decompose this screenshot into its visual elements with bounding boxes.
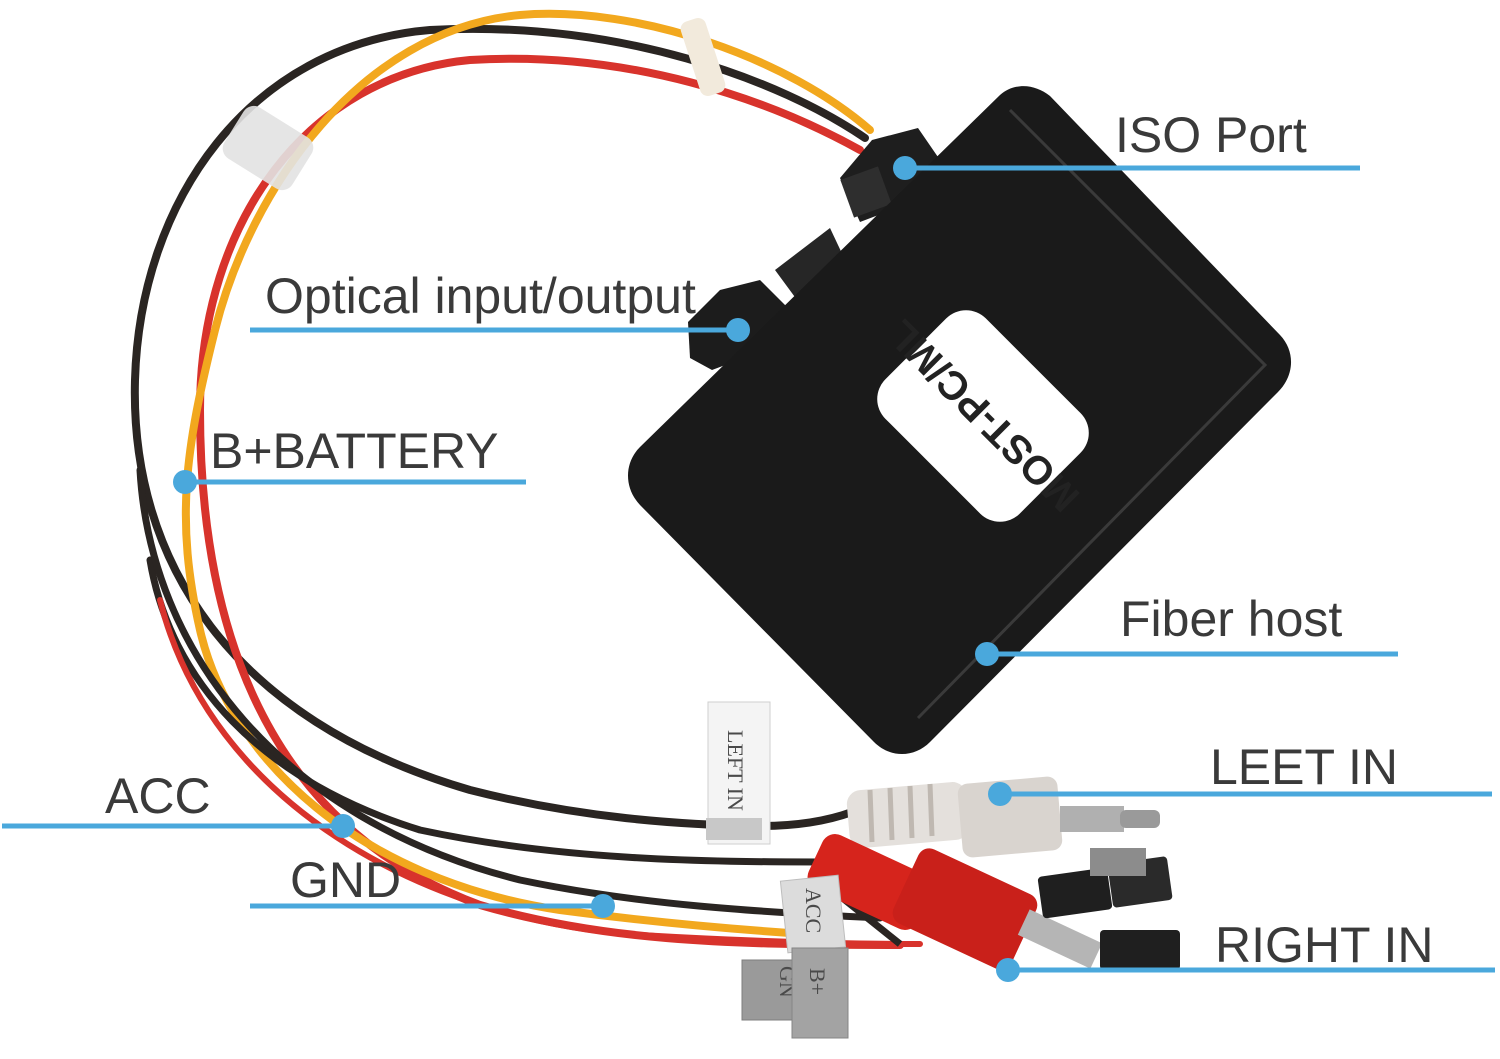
tag-acc: ACC	[779, 874, 847, 954]
tag-bplus: B+	[791, 947, 849, 1039]
module-top-highlight	[916, 108, 1268, 720]
iso-connector	[840, 128, 940, 222]
wire-black-3	[136, 466, 884, 922]
tag-left-in: LEFT IN	[706, 701, 771, 845]
callout-acc: ACC	[2, 768, 355, 838]
rca-right-plug	[807, 834, 1103, 970]
tag-left-in-text: LEFT IN	[723, 730, 748, 811]
tag-acc-text: ACC	[801, 888, 826, 933]
callout-gnd-label: GND	[290, 852, 401, 908]
wire-harness	[130, 9, 923, 949]
fiber-host-module: MOST-PC/ML	[628, 86, 1292, 755]
tag-gn: GN	[741, 959, 800, 1021]
callout-battery-label: B+BATTERY	[210, 423, 499, 479]
tag-bplus-text: B+	[805, 968, 830, 995]
bullet-connectors	[1037, 848, 1180, 970]
callout-iso-port: ISO Port	[893, 107, 1360, 180]
wire-yellow-main	[181, 9, 874, 939]
callout-optical: Optical input/output	[250, 268, 750, 342]
callout-right-in: RIGHT IN	[996, 917, 1495, 982]
callout-fiber-host-label: Fiber host	[1120, 591, 1342, 647]
callout-left-in: LEET IN	[988, 739, 1492, 806]
rca-left-plug	[759, 776, 1160, 858]
callout-battery: B+BATTERY	[173, 423, 526, 494]
wire-black-2	[146, 556, 834, 866]
callout-left-in-label: LEET IN	[1210, 739, 1398, 795]
callout-iso-port-label: ISO Port	[1115, 107, 1307, 163]
callout-acc-label: ACC	[105, 768, 211, 824]
callout-fiber-host: Fiber host	[975, 591, 1398, 666]
callout-gnd: GND	[250, 852, 615, 918]
shrink-tube	[222, 105, 314, 191]
callout-right-in-label: RIGHT IN	[1215, 917, 1434, 973]
callout-optical-label: Optical input/output	[265, 268, 696, 324]
cable-tie	[680, 17, 726, 97]
wire-black-outer	[130, 24, 869, 830]
